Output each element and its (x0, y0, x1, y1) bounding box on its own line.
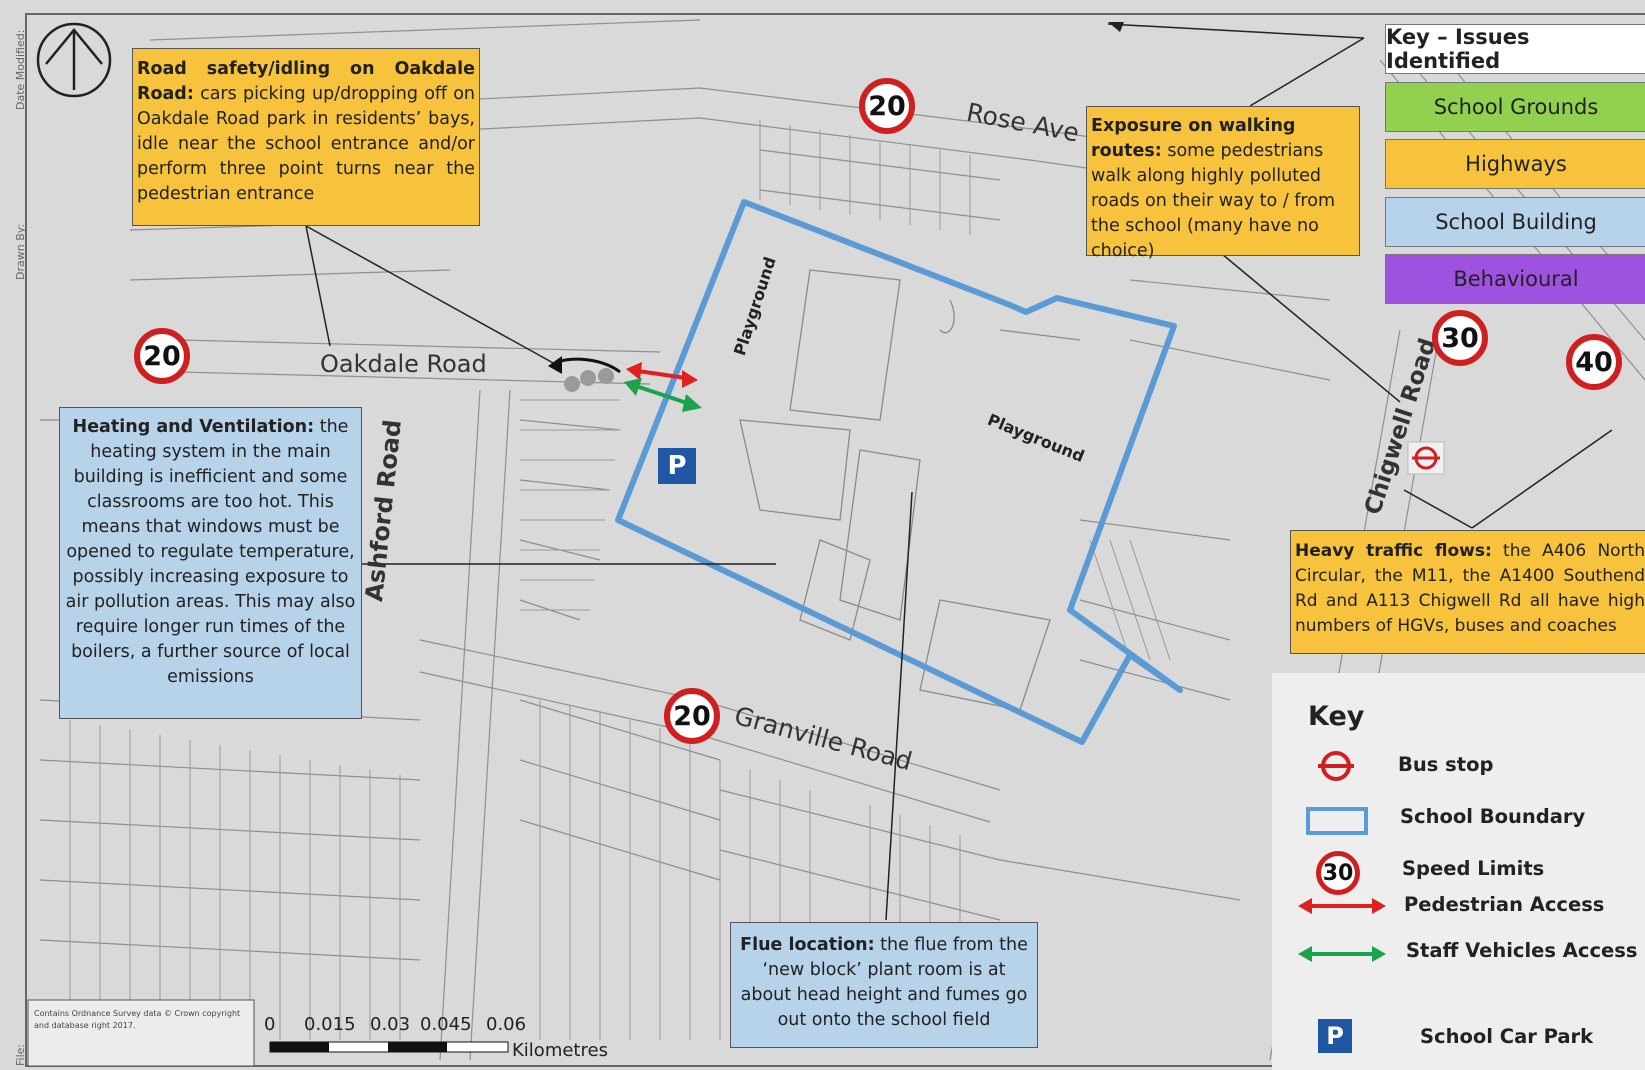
scale-tick-1: 0.015 (304, 1014, 356, 1035)
callout-flue: Flue location: the flue from the ‘new bl… (730, 922, 1038, 1048)
callout-heating-title: Heating and Ventilation: (72, 417, 315, 437)
callout-heating: Heating and Ventilation: the heating sys… (59, 407, 362, 719)
issues-key-school-grounds: School Grounds (1385, 82, 1645, 132)
callout-traffic-body: the A406 North Circular, the M11, the A1… (1295, 541, 1645, 636)
scale-tick-0: 0 (264, 1014, 276, 1035)
speed-sign-a406: 40 (1566, 334, 1622, 390)
school-boundary-swatch (1306, 807, 1368, 835)
callout-traffic: Heavy traffic flows: the A406 North Circ… (1290, 530, 1645, 654)
issues-key-highways: Highways (1385, 139, 1645, 189)
legend-pedestrian-access: Pedestrian Access (1404, 893, 1605, 916)
speed-sign-chigwell: 30 (1432, 310, 1488, 366)
map-legend: Key Bus stop School Boundary 30 Speed Li… (1272, 673, 1645, 1070)
scale-tick-3: 0.045 (420, 1014, 472, 1035)
callout-exposure-body: some pedestrians walk along highly pollu… (1091, 141, 1336, 261)
scale-unit: Kilometres (512, 1040, 608, 1061)
callout-road-safety-body: cars picking up/dropping off on Oakdale … (137, 84, 475, 204)
speed-limit-icon: 30 (1316, 851, 1360, 895)
legend-title: Key (1308, 701, 1365, 732)
speed-sign-rose-ave: 20 (859, 78, 915, 134)
copyright-notice: Contains Ordnance Survey data © Crown co… (34, 1009, 241, 1030)
scale-tick-4: 0.06 (486, 1014, 527, 1035)
bus-stop-icon (1318, 751, 1354, 781)
legend-speed-limits: Speed Limits (1402, 857, 1545, 880)
scale-tick-2: 0.03 (370, 1014, 411, 1035)
legend-school-car-park: School Car Park (1420, 1025, 1594, 1048)
callout-flue-title: Flue location: (740, 935, 875, 955)
legend-bus-stop: Bus stop (1398, 753, 1494, 776)
car-park-icon: P (658, 448, 696, 484)
callout-road-safety: Road safety/idling on Oakdale Road: cars… (132, 48, 480, 226)
issues-key-behavioural: Behavioural (1385, 254, 1645, 304)
callout-road-safety-title: Road safety/idling on Oakdale Road: (137, 59, 475, 104)
legend-staff-vehicles-access: Staff Vehicles Access (1406, 939, 1638, 962)
issues-key-title: Key – Issues Identified (1385, 24, 1645, 74)
speed-sign-oakdale: 20 (134, 328, 190, 384)
legend-school-boundary: School Boundary (1400, 805, 1586, 828)
callout-exposure: Exposure on walking routes: some pedestr… (1086, 106, 1360, 261)
issues-key-school-building: School Building (1385, 197, 1645, 247)
pedestrian-access-arrow-icon (1298, 898, 1386, 914)
drawn-by-label: Drawn By: (14, 223, 27, 280)
callout-heating-body: the heating system in the main building … (65, 417, 356, 687)
staff-vehicles-arrow-icon (1298, 946, 1386, 962)
road-label-oakdale: Oakdale Road (320, 350, 487, 378)
callout-exposure-title: Exposure on walking routes: (1091, 116, 1296, 161)
callout-traffic-title: Heavy traffic flows: (1295, 541, 1492, 561)
speed-sign-granville: 20 (664, 688, 720, 744)
callout-flue-body: the flue from the ‘new block’ plant room… (740, 935, 1028, 1030)
legend-car-park-icon: P (1318, 1019, 1352, 1053)
file-label: File: (14, 1043, 27, 1066)
date-modified-label: Date Modified: (14, 29, 27, 110)
